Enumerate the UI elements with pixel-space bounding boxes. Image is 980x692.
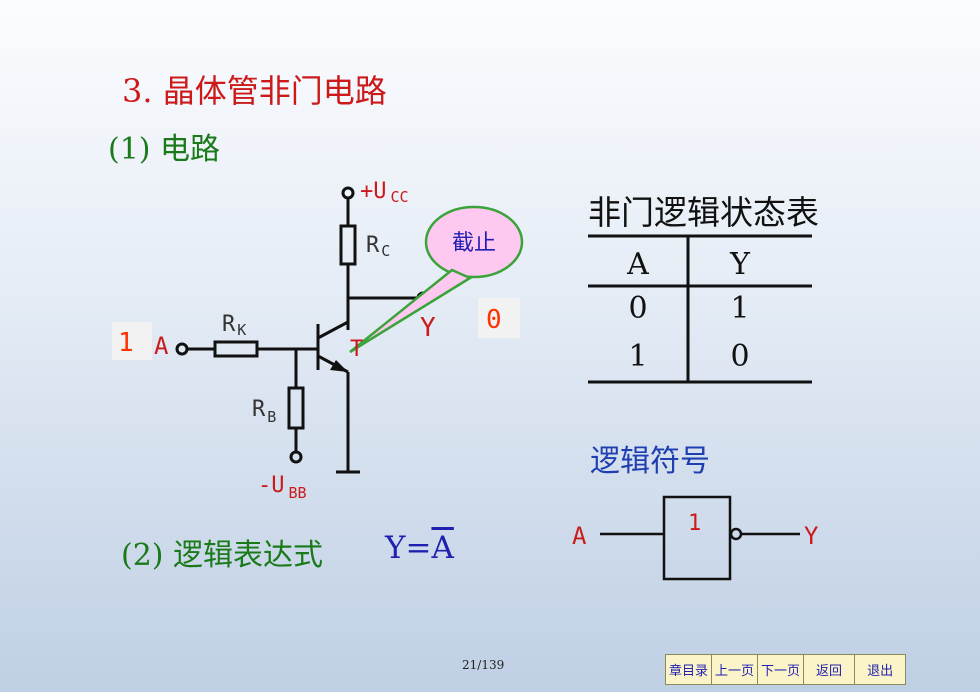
gate-body xyxy=(662,495,732,581)
expression-prefix: Y= xyxy=(385,530,432,566)
callout-text: 截止 xyxy=(452,231,496,256)
expression-variable: A xyxy=(431,530,454,566)
resistor-rc xyxy=(339,224,357,266)
gate-label: 1 xyxy=(688,511,701,536)
logic-symbol-title: 逻辑符号 xyxy=(590,444,710,479)
exit-button[interactable]: 退出 xyxy=(855,655,906,684)
resistor-rb xyxy=(287,386,305,430)
inversion-bubble xyxy=(729,527,743,541)
section-expression-heading: (2) 逻辑表达式 xyxy=(121,538,324,573)
gate-output-label: Y xyxy=(804,522,819,550)
input-value-box xyxy=(112,322,152,360)
output-value-box xyxy=(478,298,520,338)
page-number: 21/139 xyxy=(462,658,505,672)
table-cell: 0 xyxy=(730,339,749,374)
back-button[interactable]: 返回 xyxy=(804,655,856,684)
output-value: 0 xyxy=(486,305,502,335)
resistor-rk xyxy=(213,340,259,358)
output-label: Y xyxy=(420,313,436,343)
logic-expression: Y=A xyxy=(385,530,454,566)
truth-table: A Y 0 1 1 0 xyxy=(588,234,812,384)
table-cell: 0 xyxy=(628,291,647,326)
table-cell: 1 xyxy=(628,339,647,374)
callout-bubble xyxy=(424,205,524,279)
contents-button[interactable]: 章目录 xyxy=(666,655,713,684)
truth-table-title: 非门逻辑状态表 xyxy=(588,193,819,232)
input-value: 1 xyxy=(118,328,134,358)
next-page-button[interactable]: 下一页 xyxy=(758,655,805,684)
table-header-a: A xyxy=(626,247,649,282)
input-label: A xyxy=(154,332,169,360)
gate-input-label: A xyxy=(572,522,587,550)
table-cell: 1 xyxy=(730,291,749,326)
table-header-y: Y xyxy=(729,247,751,282)
transistor-label: T xyxy=(350,337,363,362)
prev-page-button[interactable]: 上一页 xyxy=(712,655,759,684)
slide-title: 3. 晶体管非门电路 xyxy=(122,72,387,110)
section-circuit-heading: (1) 电路 xyxy=(108,132,221,167)
emitter-arrow xyxy=(330,360,348,372)
input-terminal xyxy=(175,342,189,356)
not-gate-symbol: A Y 1 xyxy=(572,495,819,581)
callout-pointer xyxy=(349,268,473,354)
navigation-bar: 章目录 上一页 下一页 返回 退出 xyxy=(665,654,907,685)
ubb-terminal xyxy=(289,450,303,464)
vcc-terminal xyxy=(341,186,355,200)
